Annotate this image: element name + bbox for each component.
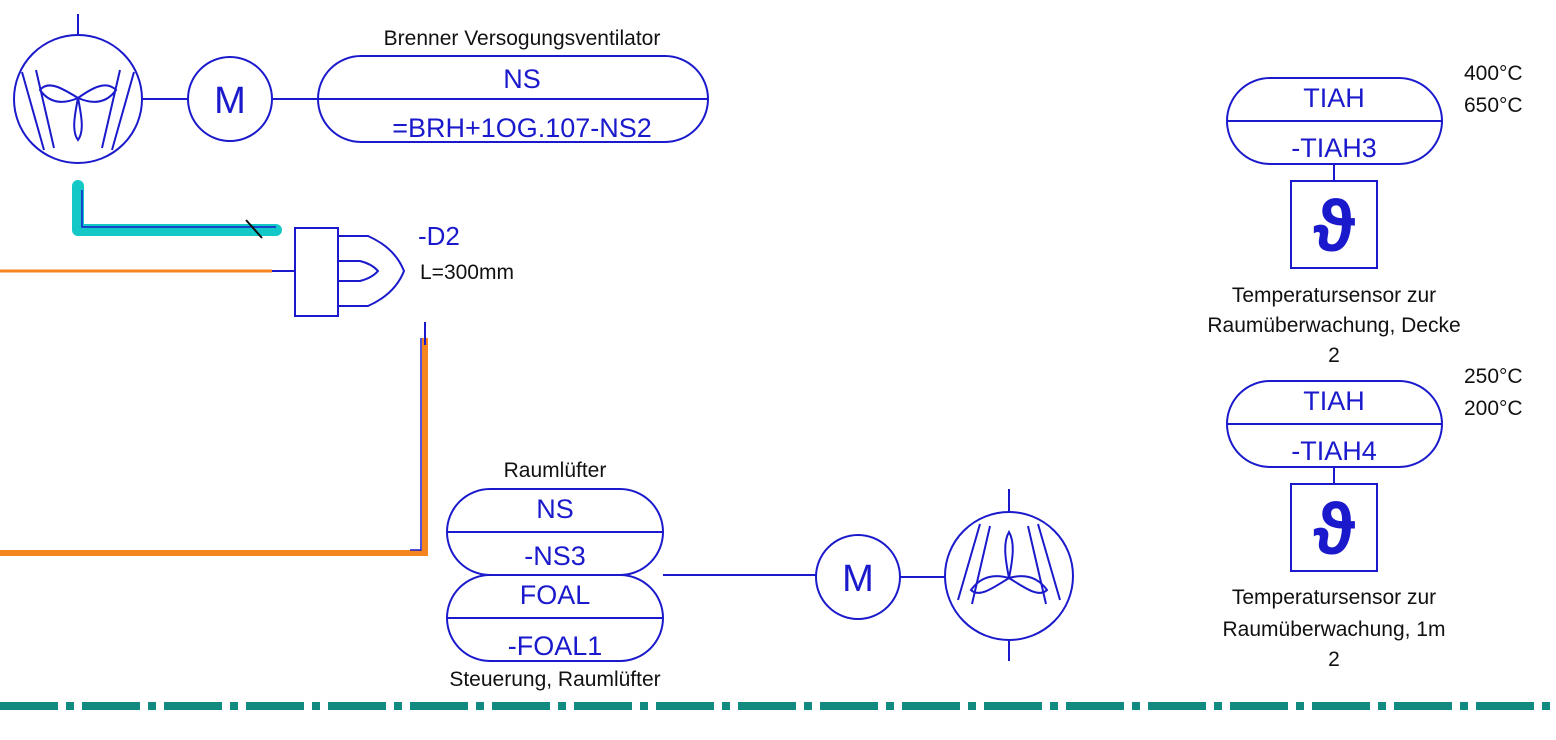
fan-impeller-icon bbox=[38, 84, 118, 142]
supply-fan-caption: Brenner Versogungsventilator bbox=[384, 27, 661, 50]
tiah3-caption-line2: Raumüberwachung, Decke bbox=[1207, 314, 1460, 337]
tiah3-caption-line1: Temperatursensor zur bbox=[1232, 284, 1436, 307]
theta-symbol: ϑ bbox=[1313, 490, 1355, 570]
tag-ns2[interactable]: NS =BRH+1OG.107-NS2 bbox=[317, 55, 709, 143]
supply-fan[interactable] bbox=[13, 14, 143, 164]
tiah4-limit-low: 200°C bbox=[1464, 397, 1523, 420]
tag-foal1-top: FOAL bbox=[520, 580, 591, 610]
tag-foal1-bottom: -FOAL1 bbox=[508, 631, 603, 661]
damper-length: L=300mm bbox=[420, 261, 514, 284]
tiah4-count: 2 bbox=[1328, 648, 1340, 671]
room-fan[interactable] bbox=[944, 489, 1074, 661]
motor-label: M bbox=[842, 558, 874, 600]
sensor-tiah3-tag[interactable]: TIAH -TIAH3 bbox=[1226, 77, 1443, 165]
tag-ns3[interactable]: NS -NS3 bbox=[446, 488, 664, 576]
tiah3-limit-low: 650°C bbox=[1464, 94, 1523, 117]
tiah3-limit-high: 400°C bbox=[1464, 62, 1523, 85]
tiah4-caption-line2: Raumüberwachung, 1m bbox=[1223, 618, 1446, 641]
room-fan-control-caption: Steuerung, Raumlüfter bbox=[449, 668, 660, 691]
tiah4-tag-top: TIAH bbox=[1303, 386, 1365, 416]
damper-tag: -D2 bbox=[418, 221, 460, 251]
tag-ns2-bottom: =BRH+1OG.107-NS2 bbox=[392, 113, 652, 143]
tiah3-count: 2 bbox=[1328, 344, 1340, 367]
room-motor[interactable]: M bbox=[815, 534, 901, 620]
supply-motor[interactable]: M bbox=[187, 56, 273, 142]
temperature-sensor-icon[interactable]: ϑ bbox=[1290, 180, 1378, 269]
tiah3-tag-top: TIAH bbox=[1303, 83, 1365, 113]
tag-ns3-top: NS bbox=[536, 494, 574, 524]
tiah4-tag-bottom: -TIAH4 bbox=[1291, 436, 1377, 466]
sensor-tiah4-tag[interactable]: TIAH -TIAH4 bbox=[1226, 380, 1443, 468]
theta-symbol: ϑ bbox=[1313, 187, 1355, 267]
tag-ns3-bottom: -NS3 bbox=[524, 541, 586, 571]
motor-label: M bbox=[214, 80, 246, 122]
tiah4-caption-line1: Temperatursensor zur bbox=[1232, 586, 1436, 609]
tag-foal1[interactable]: FOAL -FOAL1 bbox=[446, 574, 664, 662]
fan-impeller-icon bbox=[969, 530, 1049, 594]
damper-d2[interactable] bbox=[272, 227, 406, 317]
tag-ns2-top: NS bbox=[503, 64, 541, 94]
room-fan-caption: Raumlüfter bbox=[504, 459, 607, 482]
tiah4-limit-high: 250°C bbox=[1464, 365, 1523, 388]
cyan-duct[interactable] bbox=[72, 180, 282, 239]
tiah3-tag-bottom: -TIAH3 bbox=[1291, 133, 1377, 163]
temperature-sensor-icon[interactable]: ϑ bbox=[1290, 483, 1378, 572]
orange-duct[interactable] bbox=[0, 322, 428, 556]
